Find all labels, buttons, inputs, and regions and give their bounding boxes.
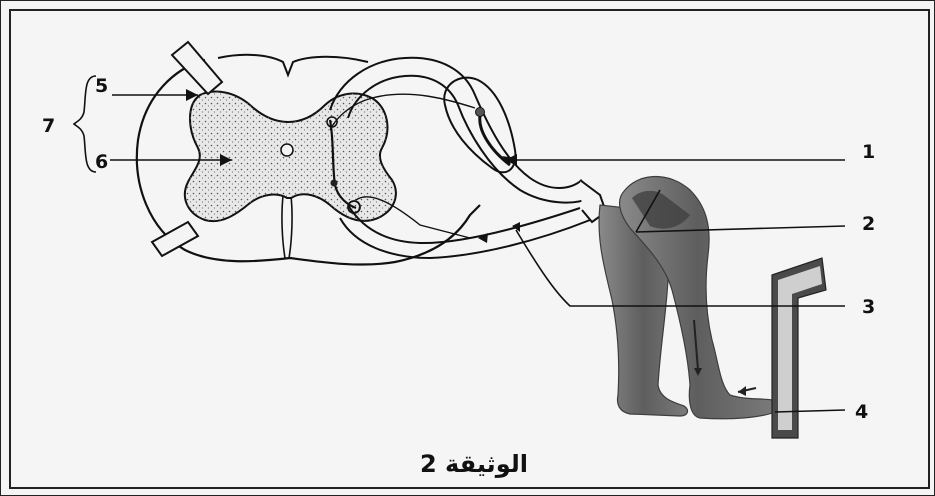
label-7: 7 bbox=[42, 115, 55, 137]
label-4: 4 bbox=[855, 401, 868, 423]
document-caption: الوثيقة 2 bbox=[420, 450, 528, 478]
label-3: 3 bbox=[862, 296, 875, 318]
sensory-neuron-body bbox=[476, 108, 485, 117]
label-1: 1 bbox=[862, 141, 875, 163]
ventral-fissure bbox=[282, 196, 292, 258]
central-canal bbox=[281, 144, 293, 156]
spinal-cord-top bbox=[218, 55, 368, 75]
label-6: 6 bbox=[95, 151, 108, 173]
left-dorsal-root bbox=[172, 42, 222, 94]
leg-silhouette bbox=[599, 177, 775, 419]
label-5: 5 bbox=[95, 75, 108, 97]
label-2: 2 bbox=[862, 213, 875, 235]
